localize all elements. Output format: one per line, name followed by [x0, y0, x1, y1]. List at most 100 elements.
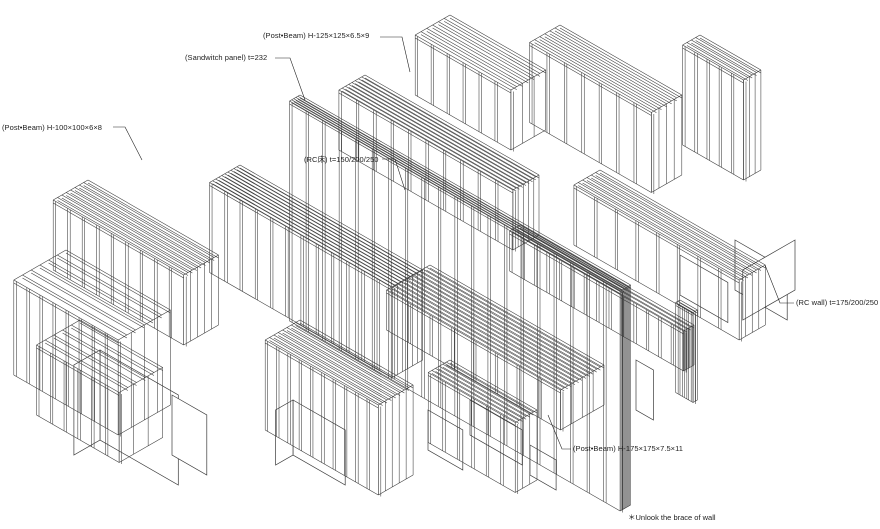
beam-line — [426, 266, 601, 368]
beam-line — [358, 78, 533, 179]
leader-lines — [113, 36, 794, 450]
beam-line — [348, 84, 523, 185]
beam-line — [348, 87, 523, 188]
beam-line — [183, 254, 219, 276]
beam-line — [428, 359, 451, 373]
beam-line — [444, 21, 541, 77]
frame-top-right — [529, 24, 683, 194]
beam-line — [53, 199, 184, 276]
beam-line — [400, 281, 576, 382]
beam-line — [291, 324, 405, 391]
rc-wall-center-end — [275, 399, 294, 466]
beam-line — [36, 414, 120, 463]
beam-line — [221, 175, 405, 281]
beam-line — [338, 149, 514, 251]
beam-line — [529, 45, 652, 116]
beam-line — [45, 342, 128, 391]
beam-line — [70, 189, 202, 266]
beam-line — [355, 80, 530, 181]
beam-line — [686, 42, 748, 78]
beam-line — [512, 231, 688, 333]
beam-line — [389, 290, 565, 392]
beam-line — [293, 101, 625, 292]
beam-line — [218, 180, 402, 286]
beam-line — [282, 329, 396, 396]
beam-line — [212, 183, 396, 289]
beam-line — [118, 404, 171, 436]
beam-line — [299, 97, 631, 289]
beam-line — [431, 373, 520, 424]
beam-line — [404, 282, 579, 383]
beam-line — [393, 288, 568, 390]
beam-line — [392, 359, 423, 378]
beam-line — [236, 169, 420, 275]
beam-line — [13, 374, 119, 436]
rc-wall-pier-right — [635, 359, 654, 421]
frame-center-tall — [209, 164, 423, 379]
beam-line — [529, 42, 652, 113]
beam-line — [218, 177, 402, 283]
beam-line — [393, 285, 568, 387]
beam-line — [269, 337, 383, 403]
beam-line — [74, 187, 206, 263]
beam-line — [48, 262, 154, 324]
rc-wall-mid-right — [679, 254, 729, 324]
beam-line — [293, 98, 625, 289]
beam-line — [516, 226, 691, 328]
beam-line — [31, 272, 136, 334]
rc-wall-center — [292, 399, 346, 486]
frame-top-middle — [338, 74, 540, 252]
beam-line — [438, 21, 535, 77]
rc-wall-front-small — [171, 394, 208, 476]
rc-wall-front-left — [99, 349, 179, 486]
beam-line — [224, 173, 408, 279]
beam-line — [682, 144, 744, 181]
beam-line — [61, 194, 193, 271]
leader-rc-wall — [764, 264, 794, 304]
beam-line — [431, 370, 520, 421]
beam-line — [286, 327, 401, 393]
beam-line — [422, 268, 597, 370]
beam-line — [209, 164, 241, 183]
beam-line — [438, 369, 527, 420]
beam-line — [432, 27, 529, 84]
beam-line — [278, 335, 392, 401]
beam-line — [695, 40, 757, 76]
beam-line — [215, 178, 399, 285]
label-post-beam-125: (Post•Beam) H-125×125×6.5×9 — [263, 31, 370, 40]
beam-line — [429, 267, 605, 369]
beam-line — [70, 192, 202, 269]
beam-line — [695, 37, 757, 73]
beam-line — [582, 179, 749, 276]
frame-left-front — [36, 319, 163, 464]
beam-line — [53, 334, 137, 383]
beam-line — [299, 319, 414, 386]
beam-line — [230, 170, 414, 276]
beam-line — [378, 384, 414, 406]
beam-line — [39, 267, 145, 329]
beam-line — [699, 34, 762, 71]
leader-rc-floor — [382, 158, 406, 191]
beam-line — [378, 474, 414, 496]
beam-line — [386, 264, 431, 291]
beam-line — [509, 270, 684, 372]
beam-line — [236, 166, 420, 272]
beam-line — [71, 324, 155, 373]
beam-line — [677, 304, 696, 315]
beam-line — [549, 33, 672, 105]
beam-line — [273, 334, 388, 401]
beam-line — [291, 99, 623, 291]
beam-line — [397, 286, 572, 387]
footnote: ＊Unlook the brace of wall — [628, 513, 716, 522]
beam-line — [79, 322, 163, 371]
beam-line — [435, 371, 523, 422]
beam-line — [404, 279, 579, 380]
frame-right-tower — [682, 34, 762, 182]
beam-line — [389, 287, 565, 389]
beam-line — [289, 320, 621, 512]
beam-line — [449, 359, 538, 411]
frame-left-upper — [52, 179, 219, 347]
beam-line — [364, 74, 540, 176]
beam-line — [45, 339, 128, 388]
beam-line — [429, 264, 605, 366]
